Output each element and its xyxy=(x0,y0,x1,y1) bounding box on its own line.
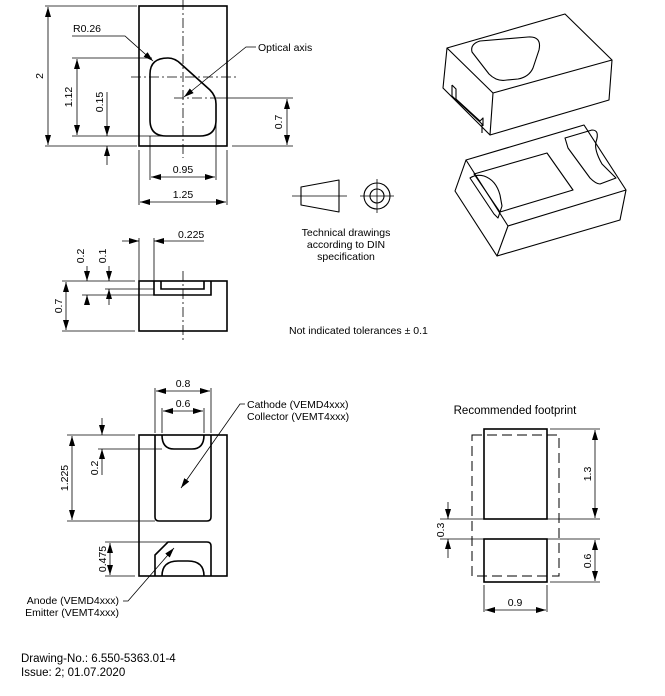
cathode-leader xyxy=(180,403,245,489)
cathode-label-line-2: Collector (VEMT4xxx) xyxy=(247,411,349,423)
bottom-view: 0.8 0.6 0.2 1.225 0.475 Cathode (VEMD4xx… xyxy=(25,378,349,619)
anode-label-line-1: Anode (VEMD4xxx) xyxy=(27,595,119,607)
isometric-bottom-package xyxy=(454,124,627,257)
projection-cone-icon xyxy=(300,179,340,213)
iso-optical-window xyxy=(471,36,541,81)
footprint-large-pad xyxy=(483,428,548,520)
dim-pad-inner-width-label: 0.6 xyxy=(176,398,191,410)
dim-pad-width-label: 0.9 xyxy=(508,597,523,609)
cathode-notch xyxy=(161,434,205,450)
dim-slot-depth-inner-label: 0.1 xyxy=(97,249,109,264)
radius-label: R0.26 xyxy=(73,23,101,35)
dim-window-width-label: 0.95 xyxy=(173,164,194,176)
dim-axis-height-label: 0.7 xyxy=(273,115,285,130)
isometric-top-package xyxy=(442,13,613,136)
anode-pad xyxy=(154,541,212,576)
package-outline-bottom xyxy=(138,434,228,577)
dim-window-offset-label: 0.15 xyxy=(94,92,106,113)
dim-large-pad-length-label: 1.3 xyxy=(582,467,594,482)
slot-inner xyxy=(160,281,205,290)
footprint-title: Recommended footprint xyxy=(454,405,578,417)
din-projection-symbol: Technical drawings according to DIN spec… xyxy=(292,179,394,263)
cathode-pad xyxy=(154,435,212,522)
iso-cathode-notch xyxy=(469,174,503,219)
dim-pad-notch-label: 0.2 xyxy=(89,461,101,476)
din-note-line-2: according to DIN xyxy=(307,239,385,251)
cathode-label-line-1: Cathode (VEMD4xxx) xyxy=(247,399,349,411)
dim-window-height-label: 1.12 xyxy=(63,87,75,108)
iso-cathode-pad xyxy=(473,152,574,213)
anode-notch xyxy=(161,560,205,577)
tolerance-note: Not indicated tolerances ± 0.1 xyxy=(289,325,428,337)
drawing-number: Drawing-No.: 6.550-5363.01-4 xyxy=(21,653,176,665)
dim-total-length-label: 2 xyxy=(34,73,46,79)
dim-gap-label: 0.3 xyxy=(435,523,447,538)
dim-slot-depth-outer-label: 0.2 xyxy=(75,249,87,264)
optical-axis-label: Optical axis xyxy=(258,42,312,54)
dim-slot-offset-label: 0.225 xyxy=(178,229,204,241)
dim-anode-pad-length-label: 0.475 xyxy=(97,546,109,572)
package-outline-dashed xyxy=(471,434,560,577)
iso-anode-pad xyxy=(564,129,617,185)
issue-date: Issue: 2; 01.07.2020 xyxy=(21,667,126,679)
optical-axis-leader xyxy=(183,46,256,98)
top-view: R0.26 Optical axis 2 1.12 0.15 0.7 0.95 … xyxy=(34,0,312,205)
dim-pad-outer-width-label: 0.8 xyxy=(176,378,191,390)
anode-leader xyxy=(123,547,175,602)
din-note-line-3: specification xyxy=(317,251,375,263)
radius-leader xyxy=(72,35,154,62)
dim-total-width-label: 1.25 xyxy=(173,189,194,201)
side-view: 0.225 0.2 0.1 0.7 xyxy=(53,229,228,342)
dim-height-label: 0.7 xyxy=(53,299,65,314)
anode-label-line-2: Emitter (VEMT4xxx) xyxy=(25,607,119,619)
dim-small-pad-length-label: 0.6 xyxy=(582,554,594,569)
dim-cathode-pad-length-label: 1.225 xyxy=(59,465,71,491)
din-note-line-1: Technical drawings xyxy=(302,227,391,239)
slot-outer xyxy=(153,281,212,296)
recommended-footprint: Recommended footprint 1.3 0.6 0.3 0.9 xyxy=(435,405,600,613)
